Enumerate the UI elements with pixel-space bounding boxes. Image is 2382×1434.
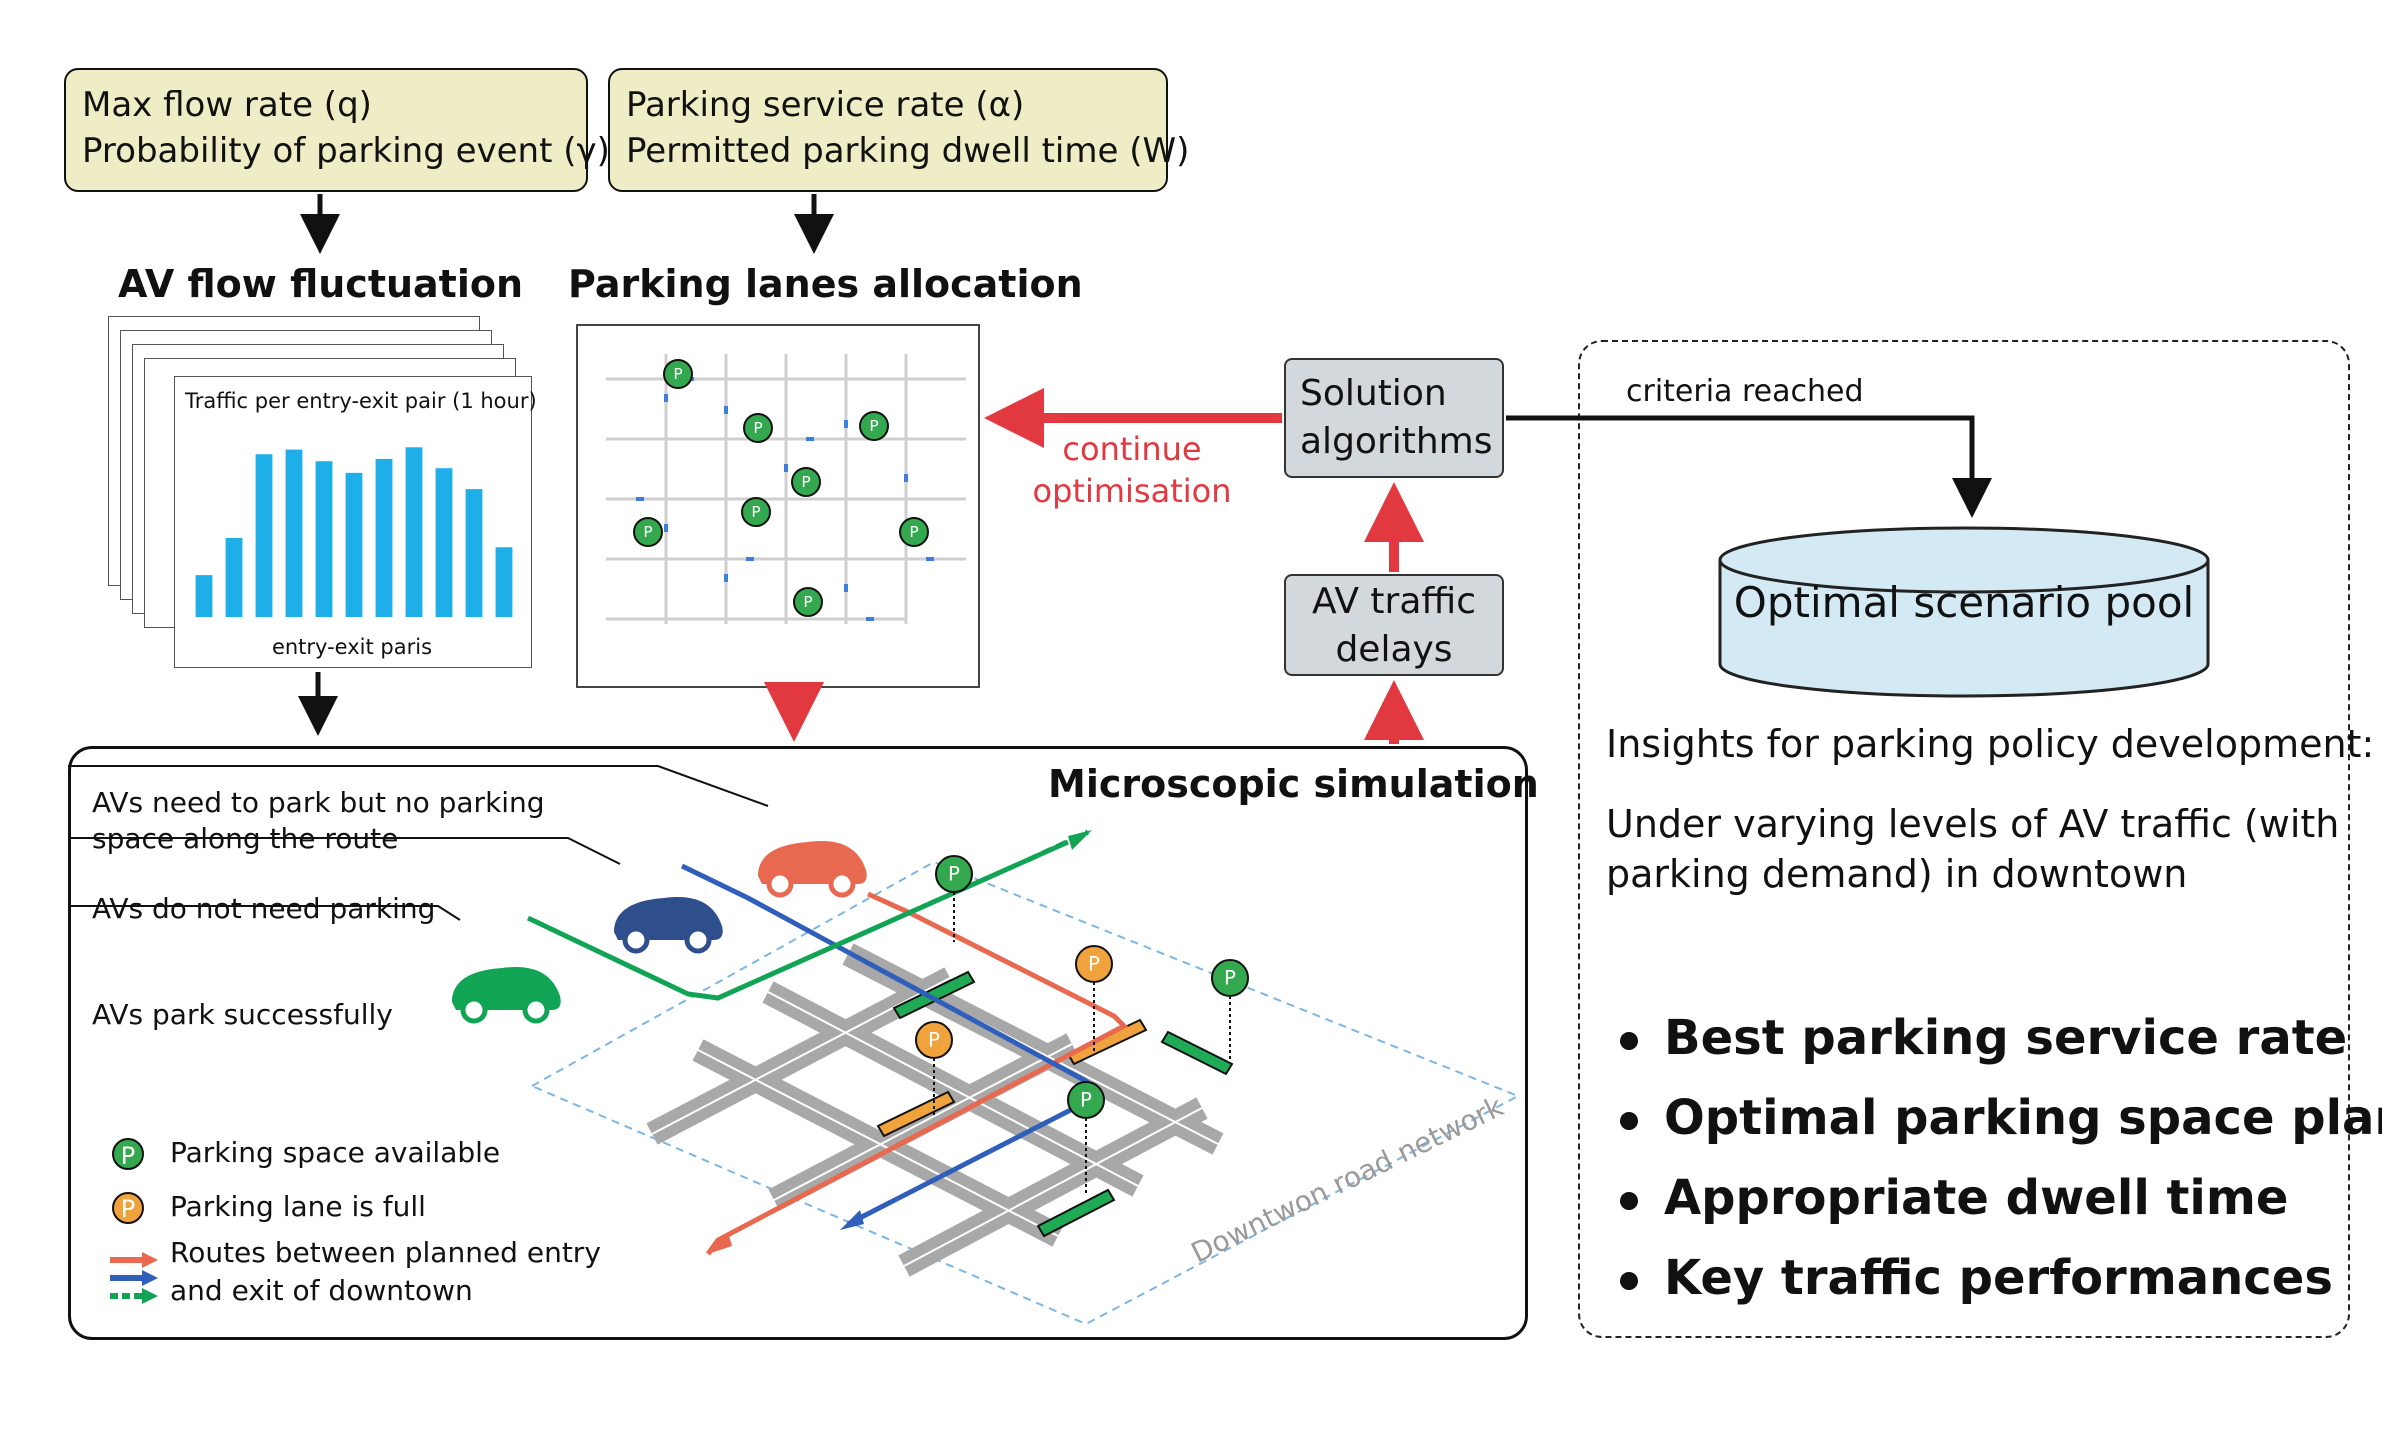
svg-text:P: P (673, 365, 682, 383)
svg-text:P: P (948, 862, 960, 885)
solution-algorithms-box: Solution algorithms (1284, 358, 1504, 478)
flow-fluctuation-title: AV flow fluctuation (118, 262, 524, 306)
insights-line-2: parking demand) in downtown (1606, 852, 2188, 896)
svg-text:P: P (869, 417, 878, 435)
allocation-parking-marker-3: P (859, 411, 889, 441)
insight-bullet-1: Best parking service rate (1620, 1010, 2347, 1066)
svg-text:P: P (909, 523, 918, 541)
bar-8 (405, 447, 423, 617)
param-parking-probability: Probability of parking event (γ) (82, 131, 610, 171)
bar-10 (465, 489, 483, 617)
allocation-parking-marker-5: P (741, 497, 771, 527)
param-dwell-time: Permitted parking dwell time (W) (626, 131, 1190, 171)
label-green: AVs park successfully (92, 998, 393, 1031)
svg-text:P: P (751, 503, 760, 521)
param-max-flow-rate: Max flow rate (q) (82, 85, 372, 125)
parking-allocation-panel: P P P P P P P P (576, 324, 980, 688)
svg-text:P: P (643, 523, 652, 541)
bar-7 (375, 458, 393, 617)
chart-x-label: entry-exit paris (271, 635, 433, 659)
bar-4 (285, 449, 303, 617)
insights-panel (1578, 340, 2350, 1338)
bar-5 (315, 461, 333, 617)
insight-bullet-4: Key traffic performances (1620, 1250, 2333, 1306)
chart-panel-front: Traffic per entry-exit pair (1 hour) ent… (174, 376, 537, 668)
legend-available: Parking space available (170, 1136, 501, 1169)
legend-available-icon: P (112, 1138, 144, 1170)
label-red-line-2: space along the route (92, 822, 399, 855)
bar-chart (195, 447, 513, 617)
allocation-parking-marker-2: P (743, 413, 773, 443)
criteria-reached-label: criteria reached (1626, 374, 1864, 409)
allocation-parking-marker-6: P (633, 517, 663, 547)
allocation-parking-marker-7: P (899, 517, 929, 547)
parking-allocation-title: Parking lanes allocation (568, 262, 1083, 306)
bar-11 (495, 547, 513, 617)
legend-routes-1: Routes between planned entry (170, 1236, 601, 1269)
bar-9 (435, 468, 453, 617)
legend-full: Parking lane is full (170, 1190, 426, 1223)
svg-text:P: P (1088, 952, 1100, 975)
allocation-parking-marker-4: P (791, 467, 821, 497)
parameter-box-flow: Max flow rate (q) Probability of parking… (64, 68, 610, 192)
legend-full-icon: P (112, 1192, 144, 1224)
optimal-scenario-pool-label: Optimal scenario pool (1733, 578, 2195, 627)
svg-text:P: P (928, 1028, 940, 1051)
bar-2 (225, 537, 243, 617)
continue-optimisation-label: continue optimisation (1032, 430, 1232, 510)
svg-text:P: P (1224, 966, 1236, 989)
sim-parking-available-1: P (935, 855, 973, 893)
sim-parking-available-3: P (1067, 1081, 1105, 1119)
insights-line-1: Under varying levels of AV traffic (with (1606, 802, 2340, 846)
allocation-parking-marker-8: P (793, 587, 823, 617)
parameter-box-parking: Parking service rate (α) Permitted parki… (608, 68, 1190, 192)
allocation-parking-marker-1: P (663, 359, 693, 389)
insight-bullet-2: Optimal parking space plan (1620, 1090, 2382, 1146)
sim-parking-full-2: P (915, 1021, 953, 1059)
svg-text:P: P (1080, 1088, 1092, 1111)
bar-1 (195, 575, 213, 617)
bar-6 (345, 472, 363, 617)
av-traffic-delays-box: AV traffic delays (1284, 574, 1504, 676)
svg-text:P: P (753, 419, 762, 437)
delays-line-2: delays (1335, 629, 1453, 670)
svg-text:P: P (803, 593, 812, 611)
param-parking-service-rate: Parking service rate (α) (626, 85, 1025, 125)
sim-parking-available-2: P (1211, 959, 1249, 997)
insight-bullet-3: Appropriate dwell time (1620, 1170, 2288, 1226)
delays-line-1: AV traffic (1312, 581, 1476, 622)
bar-3 (255, 454, 273, 617)
label-red-line-1: AVs need to park but no parking (92, 786, 545, 819)
label-blue: AVs do not need parking (92, 892, 436, 925)
solution-line-1: Solution (1300, 373, 1447, 414)
solution-line-2: algorithms (1300, 421, 1493, 462)
legend-routes-2: and exit of downtown (170, 1274, 473, 1307)
insights-title: Insights for parking policy development: (1606, 722, 2375, 766)
sim-parking-full-1: P (1075, 945, 1113, 983)
svg-text:P: P (801, 473, 810, 491)
microscopic-simulation-panel (68, 746, 1528, 1340)
chart-title: Traffic per entry-exit pair (1 hour) (185, 389, 537, 413)
simulation-title: Microscopic simulation (1048, 762, 1539, 806)
optimal-scenario-pool-cylinder (1718, 526, 2210, 698)
